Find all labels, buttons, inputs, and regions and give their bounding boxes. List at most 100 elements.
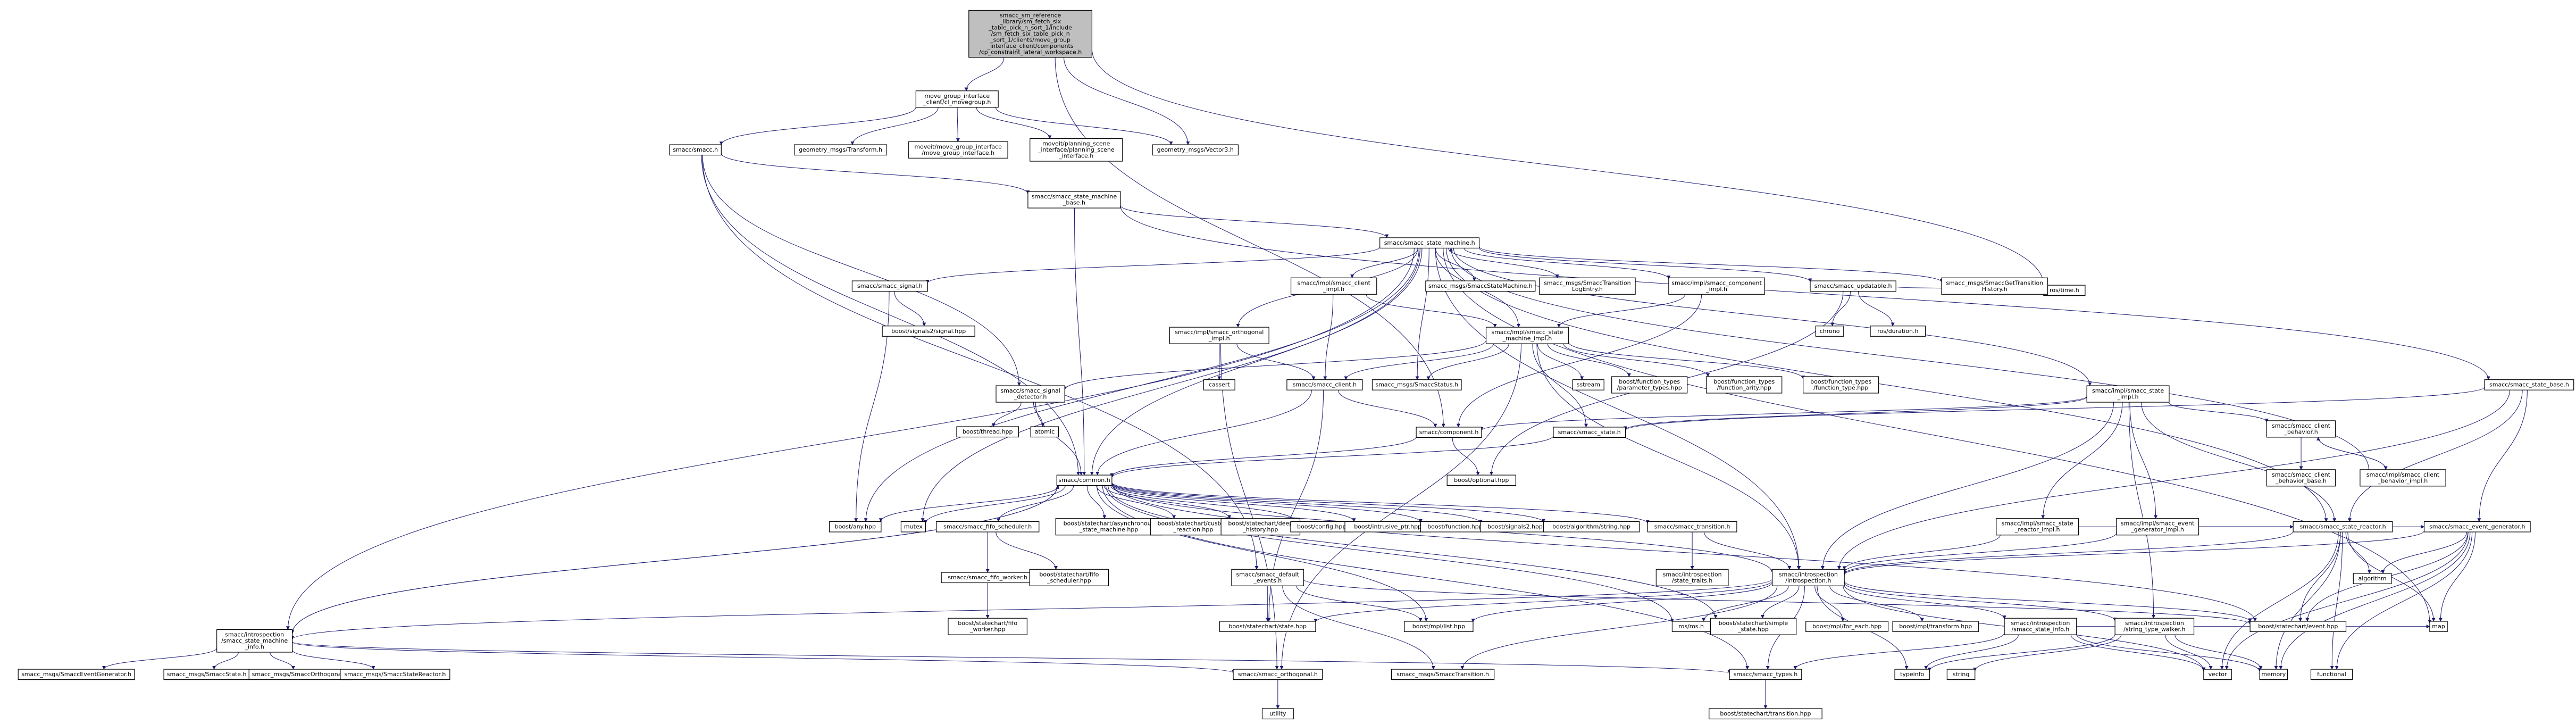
node-label: _client/cl_movegroup.h xyxy=(923,98,991,105)
node-root[interactable]: smacc_sm_reference_library/sm_fetch_six_… xyxy=(968,10,1093,58)
node-boost-config[interactable]: boost/config.hpp xyxy=(1290,521,1353,532)
node-sreactor-impl[interactable]: smacc/impl/smacc_state_reactor_impl.h xyxy=(1996,518,2079,536)
node-sc-simple[interactable]: boost/statechart/simple_state.hpp xyxy=(1710,618,1797,635)
node-fifo-sched[interactable]: smacc/smacc_fifo_scheduler.h xyxy=(935,521,1040,532)
node-label: /smacc_state_info.h xyxy=(2012,626,2070,633)
node-event-gen[interactable]: smacc/smacc_event_generator.h xyxy=(2423,521,2531,532)
node-geo-v3[interactable]: geometry_msgs/Vector3.h xyxy=(1152,144,1239,156)
node-algorithm[interactable]: algorithm xyxy=(2353,573,2392,584)
node-intro-stw[interactable]: smacc/introspection/string_type_walker.h xyxy=(2114,618,2195,635)
node-map[interactable]: map xyxy=(2429,621,2448,633)
node-label: boost/thread.hpp xyxy=(963,428,1013,435)
node-mpl-list[interactable]: boost/mpl/list.hpp xyxy=(1404,621,1474,633)
node-default-events[interactable]: smacc/smacc_default_events.h xyxy=(1231,569,1304,586)
node-sc-deep[interactable]: boost/statechart/deep_history.hpp xyxy=(1220,518,1301,536)
node-mutex[interactable]: mutex xyxy=(900,521,926,532)
node-utility[interactable]: utility xyxy=(1261,708,1294,720)
node-boost-thread[interactable]: boost/thread.hpp xyxy=(956,426,1019,438)
node-cb-base[interactable]: smacc/smacc_client_behavior_base.h xyxy=(2266,469,2336,487)
node-client-h[interactable]: smacc/smacc_client.h xyxy=(1286,379,1363,390)
node-box xyxy=(1543,521,1640,532)
node-cb-impl[interactable]: smacc/impl/smacc_client_behavior_impl.h xyxy=(2360,469,2446,487)
node-ros-dur[interactable]: ros/duration.h xyxy=(1870,326,1926,337)
node-orth-impl[interactable]: smacc/impl/smacc_orthogonal_impl.h xyxy=(1169,327,1269,344)
node-functional[interactable]: functional xyxy=(2310,669,2353,680)
edge-intro-h-to-mpl-foreach xyxy=(1814,586,1845,622)
node-state-reactor[interactable]: smacc/smacc_state_reactor.h xyxy=(2293,521,2393,532)
node-moveit-psi[interactable]: moveit/planning_scene_interface/planning… xyxy=(1030,138,1123,162)
node-ft-param[interactable]: boost/function_types/parameter_types.hpp xyxy=(1611,376,1688,394)
node-component-h[interactable]: smacc/component.h xyxy=(1416,427,1482,438)
node-sig-det[interactable]: smacc/smacc_signal_detector.h xyxy=(996,385,1065,403)
node-mpl-transform[interactable]: boost/mpl/transform.hpp xyxy=(1892,621,1979,633)
node-sc-state[interactable]: boost/statechart/state.hpp xyxy=(1219,621,1316,633)
node-client-impl[interactable]: smacc/impl/smacc_client_impl.h xyxy=(1290,277,1377,295)
node-types-h[interactable]: smacc/smacc_types.h xyxy=(1729,669,1802,680)
node-sc-transition[interactable]: boost/statechart/transition.hpp xyxy=(1709,708,1822,720)
node-smacc-h[interactable]: smacc/smacc.h xyxy=(669,144,722,156)
node-evgen-impl[interactable]: smacc/impl/smacc_event_generator_impl.h xyxy=(2116,518,2199,536)
node-m-trans[interactable]: smacc_msgs/SmaccTransition.h xyxy=(1391,669,1495,680)
node-fifo-worker[interactable]: smacc/smacc_fifo_worker.h xyxy=(941,572,1034,584)
node-orthogonal-h[interactable]: smacc/smacc_orthogonal.h xyxy=(1233,669,1323,680)
node-intro-traits[interactable]: smacc/introspection/state_traits.h xyxy=(1655,569,1729,586)
node-boost-optional[interactable]: boost/optional.hpp xyxy=(1446,475,1516,486)
edge-intro-stw-to-memory xyxy=(2174,635,2263,670)
node-common-h[interactable]: smacc/common.h xyxy=(1056,475,1113,486)
node-state-h[interactable]: smacc/smacc_state.h xyxy=(1553,427,1626,438)
node-mpl-foreach[interactable]: boost/mpl/for_each.hpp xyxy=(1805,621,1889,633)
node-intrusive[interactable]: boost/intrusive_ptr.hpp xyxy=(1344,521,1431,532)
node-intro-ssi[interactable]: smacc/introspection/smacc_state_info.h xyxy=(2004,618,2077,635)
node-msgs-status[interactable]: smacc_msgs/SmaccStatus.h xyxy=(1371,379,1462,390)
node-sm-h[interactable]: smacc/smacc_state_machine.h xyxy=(1379,237,1480,249)
node-box xyxy=(1729,669,1802,680)
node-transition-h[interactable]: smacc/smacc_transition.h xyxy=(1647,521,1737,532)
node-box xyxy=(915,90,999,108)
node-m-orth[interactable]: smacc_msgs/SmaccOrthogonal.h xyxy=(248,669,353,680)
node-typeinfo[interactable]: typeinfo xyxy=(1894,669,1930,680)
node-state-impl[interactable]: smacc/impl/smacc_state_impl.h xyxy=(2086,385,2170,403)
node-sm-impl[interactable]: smacc/impl/smacc_state_machine_impl.h xyxy=(1485,327,1569,344)
node-signal-h[interactable]: smacc/smacc_signal.h xyxy=(851,280,928,292)
node-geo-tf[interactable]: geometry_msgs/Transform.h xyxy=(793,144,888,156)
node-msgs-sm[interactable]: smacc_msgs/SmaccStateMachine.h xyxy=(1425,280,1536,292)
node-label: _reactor_impl.h xyxy=(2014,526,2060,533)
node-client-beh[interactable]: smacc/smacc_client_behavior.h xyxy=(2266,420,2336,438)
node-updatable[interactable]: smacc/smacc_updatable.h xyxy=(1810,280,1896,292)
node-ros-time[interactable]: ros/time.h xyxy=(2043,285,2086,296)
node-state-base[interactable]: smacc/smacc_state_base.h xyxy=(2484,379,2574,390)
node-mgi[interactable]: move_group_interface_client/cl_movegroup… xyxy=(915,90,999,108)
node-sc-async[interactable]: boost/statechart/asynchronous_state_mach… xyxy=(1055,518,1162,536)
node-moveit-mgi[interactable]: moveit/move_group_interface/move_group_i… xyxy=(908,141,1008,159)
edge-mgi-to-smacc-h xyxy=(719,107,916,146)
node-comp-impl[interactable]: smacc/impl/smacc_component_impl.h xyxy=(1668,277,1765,295)
node-chrono[interactable]: chrono xyxy=(1815,326,1844,337)
node-m-sr[interactable]: smacc_msgs/SmaccStateReactor.h xyxy=(340,669,450,680)
node-intro-h[interactable]: smacc/introspection/introspection.h xyxy=(1771,569,1845,586)
node-boost-sig2-sig[interactable]: boost/signals2/signal.hpp xyxy=(882,326,975,337)
node-m-state[interactable]: smacc_msgs/SmaccState.h xyxy=(163,669,250,680)
node-cassert[interactable]: cassert xyxy=(1203,379,1235,390)
node-ft-type[interactable]: boost/function_types/function_type.hpp xyxy=(1803,376,1879,394)
node-ft-arity[interactable]: boost/function_types/function_arity.hpp xyxy=(1706,376,1783,394)
node-b-signals2[interactable]: boost/signals2.hpp xyxy=(1480,521,1550,532)
node-sm-base[interactable]: smacc/smacc_state_machine_base.h xyxy=(1027,191,1121,209)
node-boost-any[interactable]: boost/any.hpp xyxy=(829,521,882,532)
node-b-algo-str[interactable]: boost/algorithm/string.hpp xyxy=(1543,521,1640,532)
node-sc-event[interactable]: boost/statechart/event.hpp xyxy=(2249,621,2347,633)
node-sstream[interactable]: sstream xyxy=(1572,379,1604,390)
node-sc-fifo-worker[interactable]: boost/statechart/fifo_worker.hpp xyxy=(948,618,1027,635)
node-atomic[interactable]: atomic xyxy=(1030,426,1059,438)
edge-smacc-h-to-sig-det xyxy=(702,155,1021,386)
node-memory[interactable]: memory xyxy=(2259,669,2288,680)
node-intro-smi[interactable]: smacc/introspection/smacc_state_machine_… xyxy=(216,629,293,653)
node-ros-h[interactable]: ros/ros.h xyxy=(1671,621,1711,633)
node-string[interactable]: string xyxy=(1946,669,1976,680)
node-sc-fifo-sched[interactable]: boost/statechart/fifo_scheduler.hpp xyxy=(1029,569,1109,586)
node-b-function[interactable]: boost/function.hpp xyxy=(1420,521,1490,532)
node-m-evgen[interactable]: smacc_msgs/SmaccEventGenerator.h xyxy=(18,669,135,680)
node-vector[interactable]: vector xyxy=(2203,669,2232,680)
